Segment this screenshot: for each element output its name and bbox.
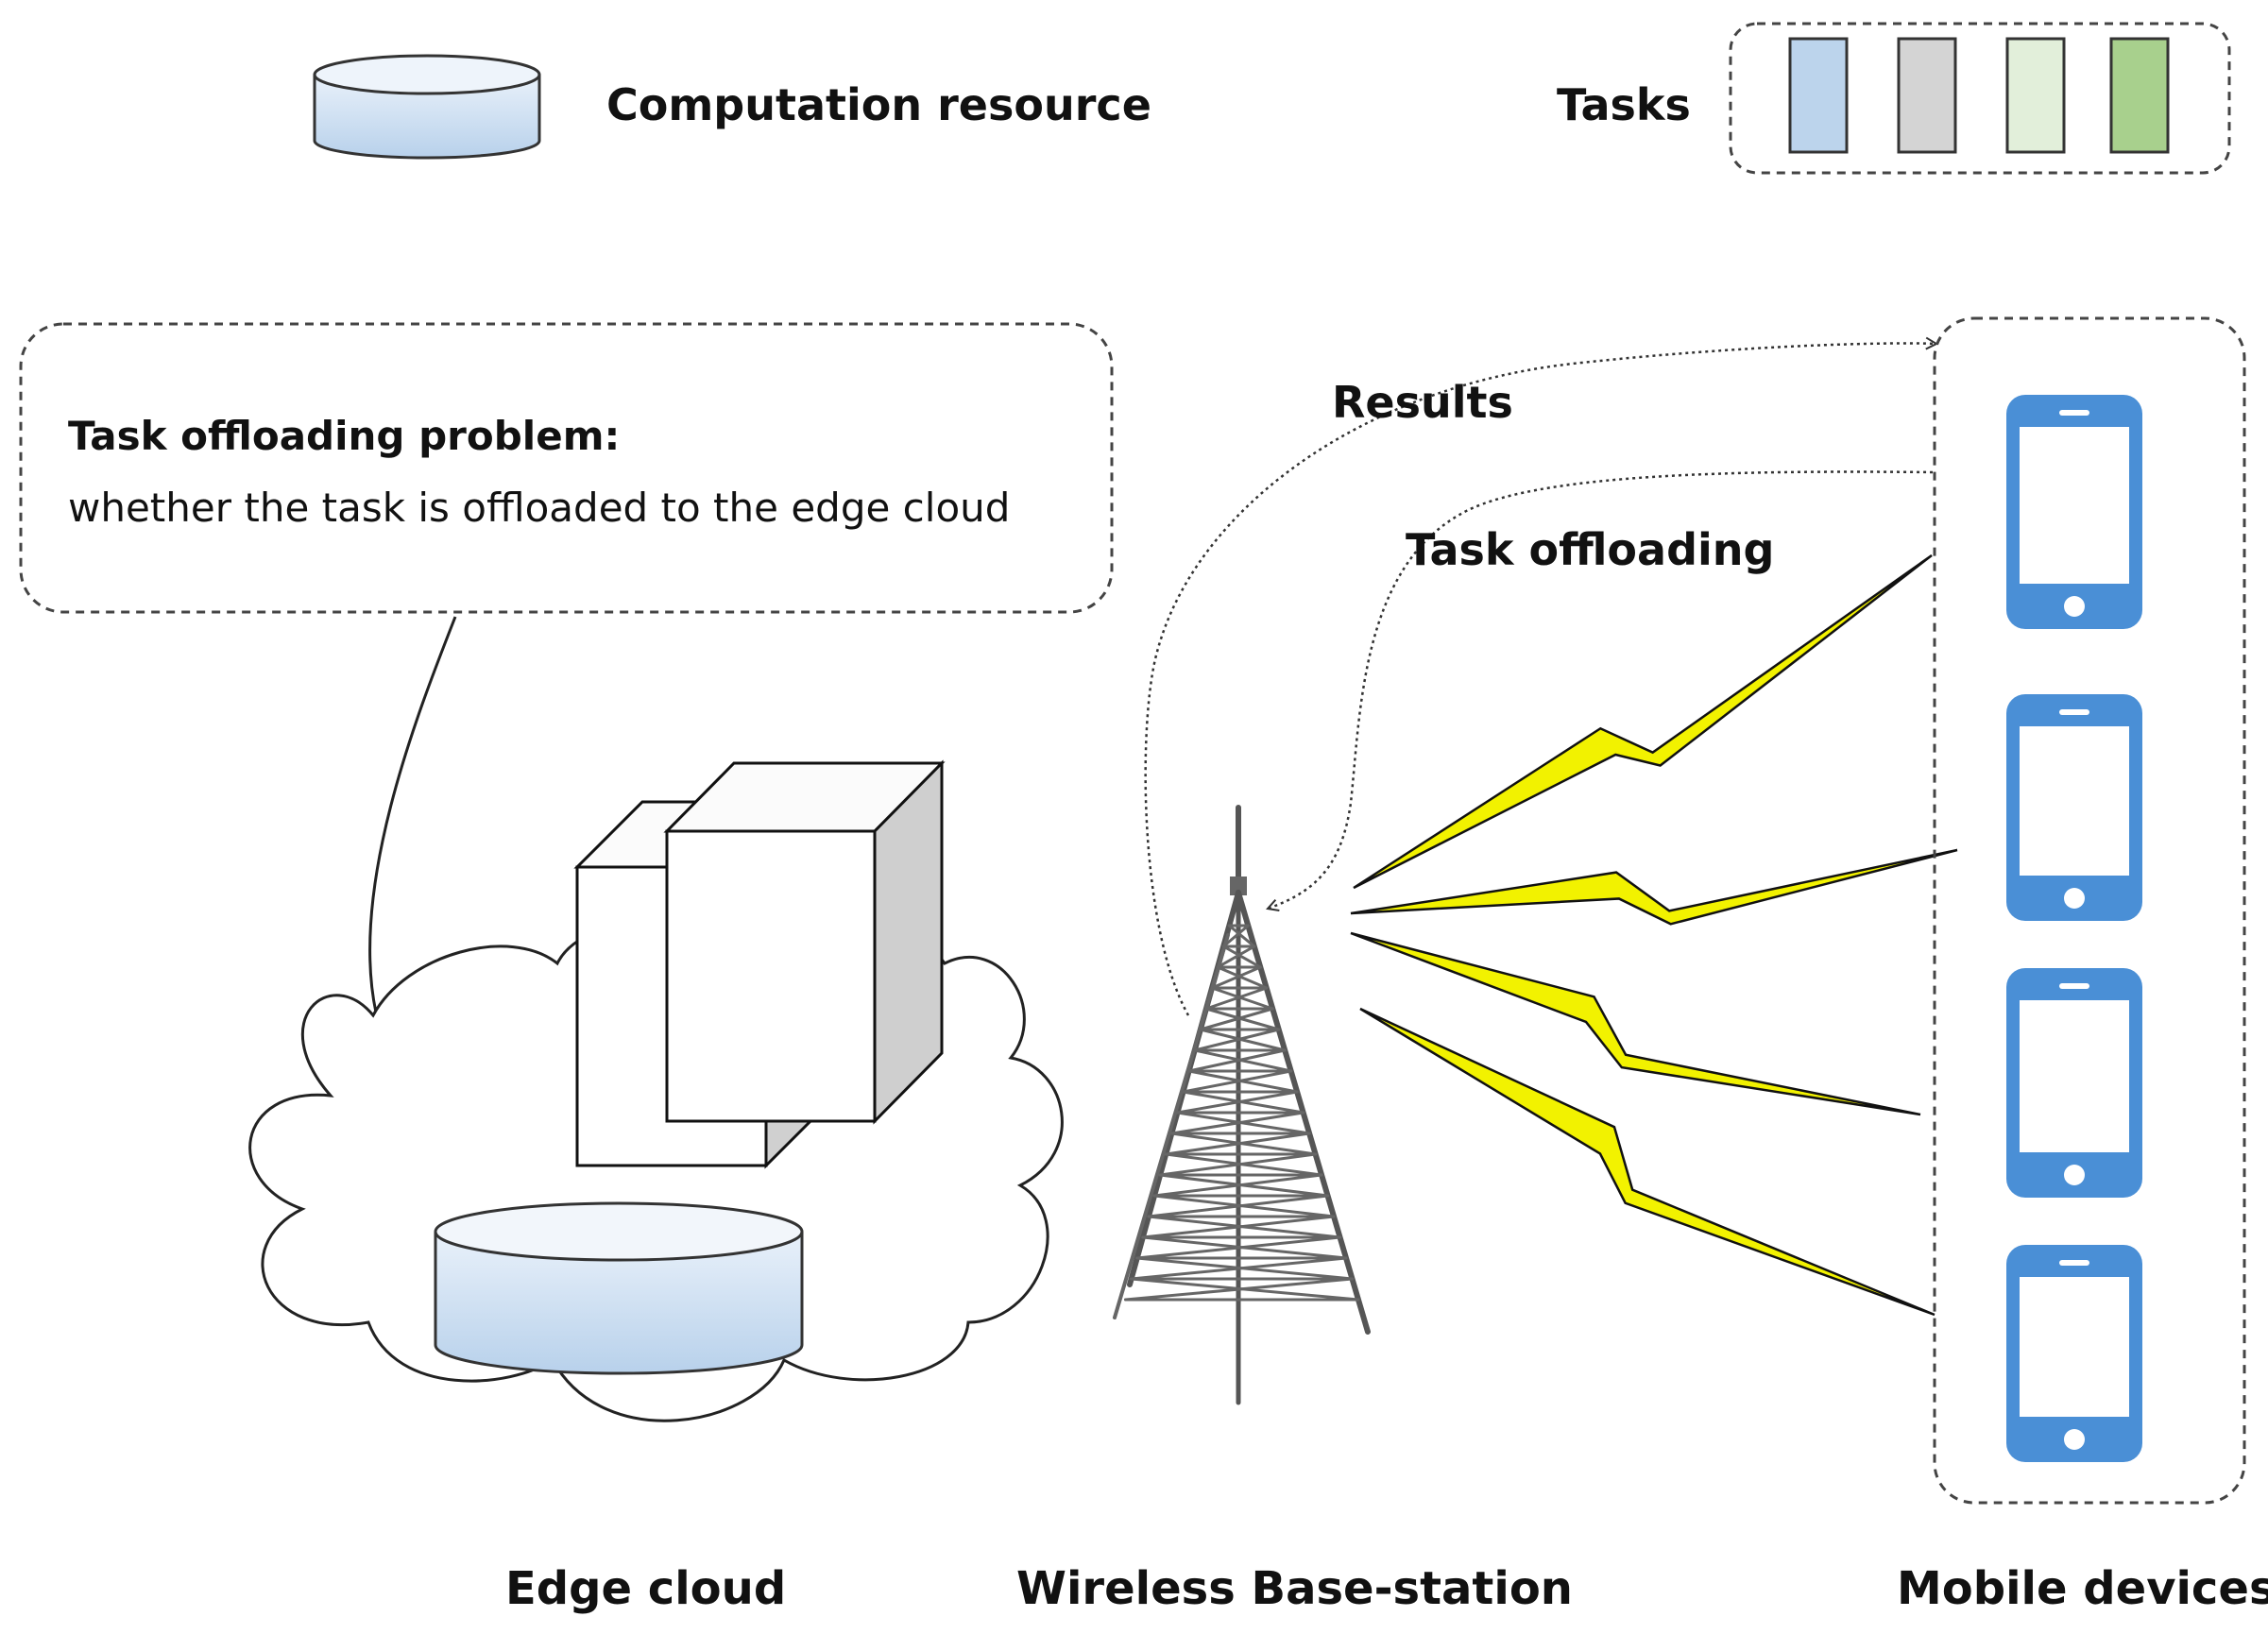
task-offloading-label: Task offloading bbox=[1406, 524, 1774, 575]
mobile-devices-box bbox=[1933, 316, 2246, 1505]
lightning-bolt-3 bbox=[1350, 931, 1921, 1116]
callout-text: whether the task is offloaded to the edg… bbox=[68, 485, 1010, 531]
legend-computation-resource-label: Computation resource bbox=[606, 79, 1151, 130]
task-swatch-2 bbox=[1897, 37, 1957, 154]
lightning-bolt-2 bbox=[1350, 848, 1958, 926]
task-swatch-4 bbox=[2109, 37, 2170, 154]
edge-server-front bbox=[663, 759, 946, 1125]
lightning-bolt-1 bbox=[1353, 553, 1933, 890]
callout-box bbox=[19, 322, 1114, 614]
wireless-signals bbox=[1350, 553, 1958, 1317]
results-arrow bbox=[1144, 343, 1936, 1016]
legend-tasks-box bbox=[1729, 22, 2231, 175]
base-station-label: Wireless Base-station bbox=[1016, 1562, 1573, 1615]
mobile-phone-icon bbox=[2006, 968, 2142, 1198]
mobile-phone-icon bbox=[2006, 1245, 2142, 1462]
mobile-phone-icon bbox=[2006, 694, 2142, 921]
legend-computation-resource-icon bbox=[313, 54, 541, 160]
legend-tasks-label: Tasks bbox=[1557, 79, 1691, 130]
base-station-tower-icon bbox=[1113, 805, 1371, 1405]
edge-computation-resource-icon bbox=[434, 1201, 804, 1375]
callout-connector bbox=[368, 616, 457, 1013]
edge-cloud-label: Edge cloud bbox=[505, 1562, 786, 1615]
lightning-bolt-4 bbox=[1359, 1007, 1935, 1317]
task-swatch-1 bbox=[1788, 37, 1849, 154]
results-label: Results bbox=[1332, 377, 1513, 428]
mobile-phone-icon bbox=[2006, 395, 2142, 629]
callout-title: Task offloading problem: bbox=[68, 413, 620, 459]
task-swatch-3 bbox=[2005, 37, 2066, 154]
mobile-devices bbox=[2006, 395, 2142, 1462]
mobile-devices-label: Mobile devices bbox=[1897, 1562, 2268, 1615]
task-offloading-arrow bbox=[1268, 470, 1934, 909]
legend-task-swatches bbox=[1788, 37, 2170, 154]
